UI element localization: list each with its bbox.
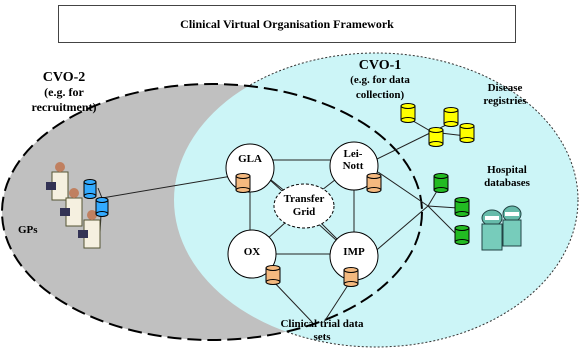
cvo2-label: CVO-2 (e.g. for recruitment) bbox=[24, 70, 104, 115]
link-leinott-hospital bbox=[377, 171, 429, 207]
gp-figures bbox=[46, 162, 101, 249]
database-icon bbox=[433, 173, 449, 193]
database-icon bbox=[459, 123, 475, 143]
transfer-grid-node[interactable] bbox=[273, 183, 335, 229]
database-icon bbox=[400, 103, 416, 123]
disease-registry-databases bbox=[400, 103, 475, 147]
link-imp-hospital bbox=[371, 205, 429, 255]
database-icon bbox=[83, 179, 97, 199]
disease-registries-label: Disease registries bbox=[483, 82, 527, 107]
diagram-title: Clinical Virtual Organisation Framework bbox=[58, 5, 516, 43]
cvo2-border bbox=[1, 83, 423, 341]
cvo1-purpose: (e.g. for data collection) bbox=[350, 74, 410, 101]
transfer-grid-label: Transfer Grid bbox=[283, 193, 325, 218]
database-icon bbox=[95, 197, 109, 217]
node-ox[interactable] bbox=[227, 229, 277, 279]
database-icon bbox=[265, 265, 281, 285]
database-icon bbox=[454, 197, 470, 217]
cvo1-name: CVO-1 bbox=[358, 58, 402, 73]
database-icon bbox=[343, 267, 359, 287]
node-leinott[interactable] bbox=[329, 141, 379, 191]
doctor-icon bbox=[78, 210, 101, 249]
link-trial-ox bbox=[271, 279, 313, 323]
database-icon bbox=[428, 127, 444, 147]
gps-label: GPs bbox=[18, 224, 38, 236]
cvo2-name: CVO-2 bbox=[42, 70, 86, 85]
gp-databases bbox=[83, 179, 109, 217]
node-databases bbox=[235, 173, 382, 287]
clinical-trial-label: Clinical trial data sets bbox=[280, 318, 364, 343]
link-trial-imp bbox=[323, 281, 351, 323]
node-ox-label: OX bbox=[243, 246, 261, 258]
link-leinott-disease bbox=[374, 131, 433, 161]
database-icon bbox=[443, 107, 459, 127]
node-leinott-label: Lei-Nott bbox=[342, 148, 364, 172]
cvo1-label: CVO-1 (e.g. for data collection) bbox=[330, 58, 430, 103]
database-icon bbox=[454, 225, 470, 245]
link-gps-gla bbox=[101, 175, 233, 199]
database-icon bbox=[235, 173, 251, 193]
node-imp-label: IMP bbox=[343, 246, 365, 258]
doctor-icon bbox=[60, 188, 83, 227]
hospital-databases bbox=[433, 173, 470, 245]
surgeons-icon bbox=[481, 205, 522, 251]
database-icon bbox=[366, 173, 382, 193]
link-imp-grid bbox=[319, 221, 339, 241]
hospital-databases-label: Hospital databases bbox=[484, 164, 530, 189]
cvo2-purpose: (e.g. for recruitment) bbox=[31, 85, 97, 114]
node-gla-label: GLA bbox=[238, 153, 262, 165]
doctor-icon bbox=[46, 162, 69, 201]
overlap-region bbox=[174, 84, 422, 340]
